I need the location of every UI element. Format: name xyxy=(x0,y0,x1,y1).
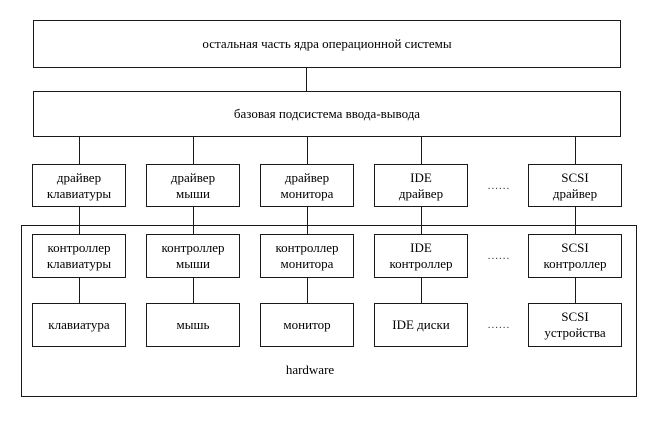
device-box-keyboard: клавиатура xyxy=(32,303,126,347)
connector-io-driver-mouse xyxy=(193,137,194,164)
connector-driver-controller-keyboard xyxy=(79,207,80,234)
connector-io-driver-scsi xyxy=(575,137,576,164)
connector-driver-controller-scsi xyxy=(575,207,576,234)
connector-io-driver-keyboard xyxy=(79,137,80,164)
kernel-box: остальная часть ядра операционной систем… xyxy=(33,20,621,68)
ellipsis-devices-row: ...... xyxy=(487,319,511,331)
connector-driver-controller-mouse xyxy=(193,207,194,234)
driver-box-scsi: SCSI драйвер xyxy=(528,164,622,207)
connector-controller-device-mouse xyxy=(193,278,194,303)
connector-io-driver-monitor xyxy=(307,137,308,164)
io-subsystem-box: базовая подсистема ввода-вывода xyxy=(33,91,621,137)
connector-driver-controller-ide xyxy=(421,207,422,234)
connector-controller-device-ide xyxy=(421,278,422,303)
device-box-monitor: монитор xyxy=(260,303,354,347)
connector-io-driver-ide xyxy=(421,137,422,164)
device-box-ide: IDE диски xyxy=(374,303,468,347)
connector-kernel-io xyxy=(306,68,307,91)
device-box-scsi: SCSI устройства xyxy=(528,303,622,347)
ellipsis-controllers-row: ...... xyxy=(487,250,511,262)
controller-box-ide: IDE контроллер xyxy=(374,234,468,278)
controller-box-monitor: контроллер монитора xyxy=(260,234,354,278)
ellipsis-drivers-row: ...... xyxy=(487,179,511,192)
connector-controller-device-scsi xyxy=(575,278,576,303)
driver-box-mouse: драйвер мыши xyxy=(146,164,240,207)
device-box-mouse: мышь xyxy=(146,303,240,347)
controller-box-keyboard: контроллер клавиатуры xyxy=(32,234,126,278)
driver-box-monitor: драйвер монитора xyxy=(260,164,354,207)
hardware-label: hardware xyxy=(285,362,335,377)
controller-box-mouse: контроллер мыши xyxy=(146,234,240,278)
connector-controller-device-keyboard xyxy=(79,278,80,303)
hardware-container xyxy=(21,225,637,397)
connector-controller-device-monitor xyxy=(307,278,308,303)
connector-driver-controller-monitor xyxy=(307,207,308,234)
driver-box-keyboard: драйвер клавиатуры xyxy=(32,164,126,207)
controller-box-scsi: SCSI контроллер xyxy=(528,234,622,278)
driver-box-ide: IDE драйвер xyxy=(374,164,468,207)
